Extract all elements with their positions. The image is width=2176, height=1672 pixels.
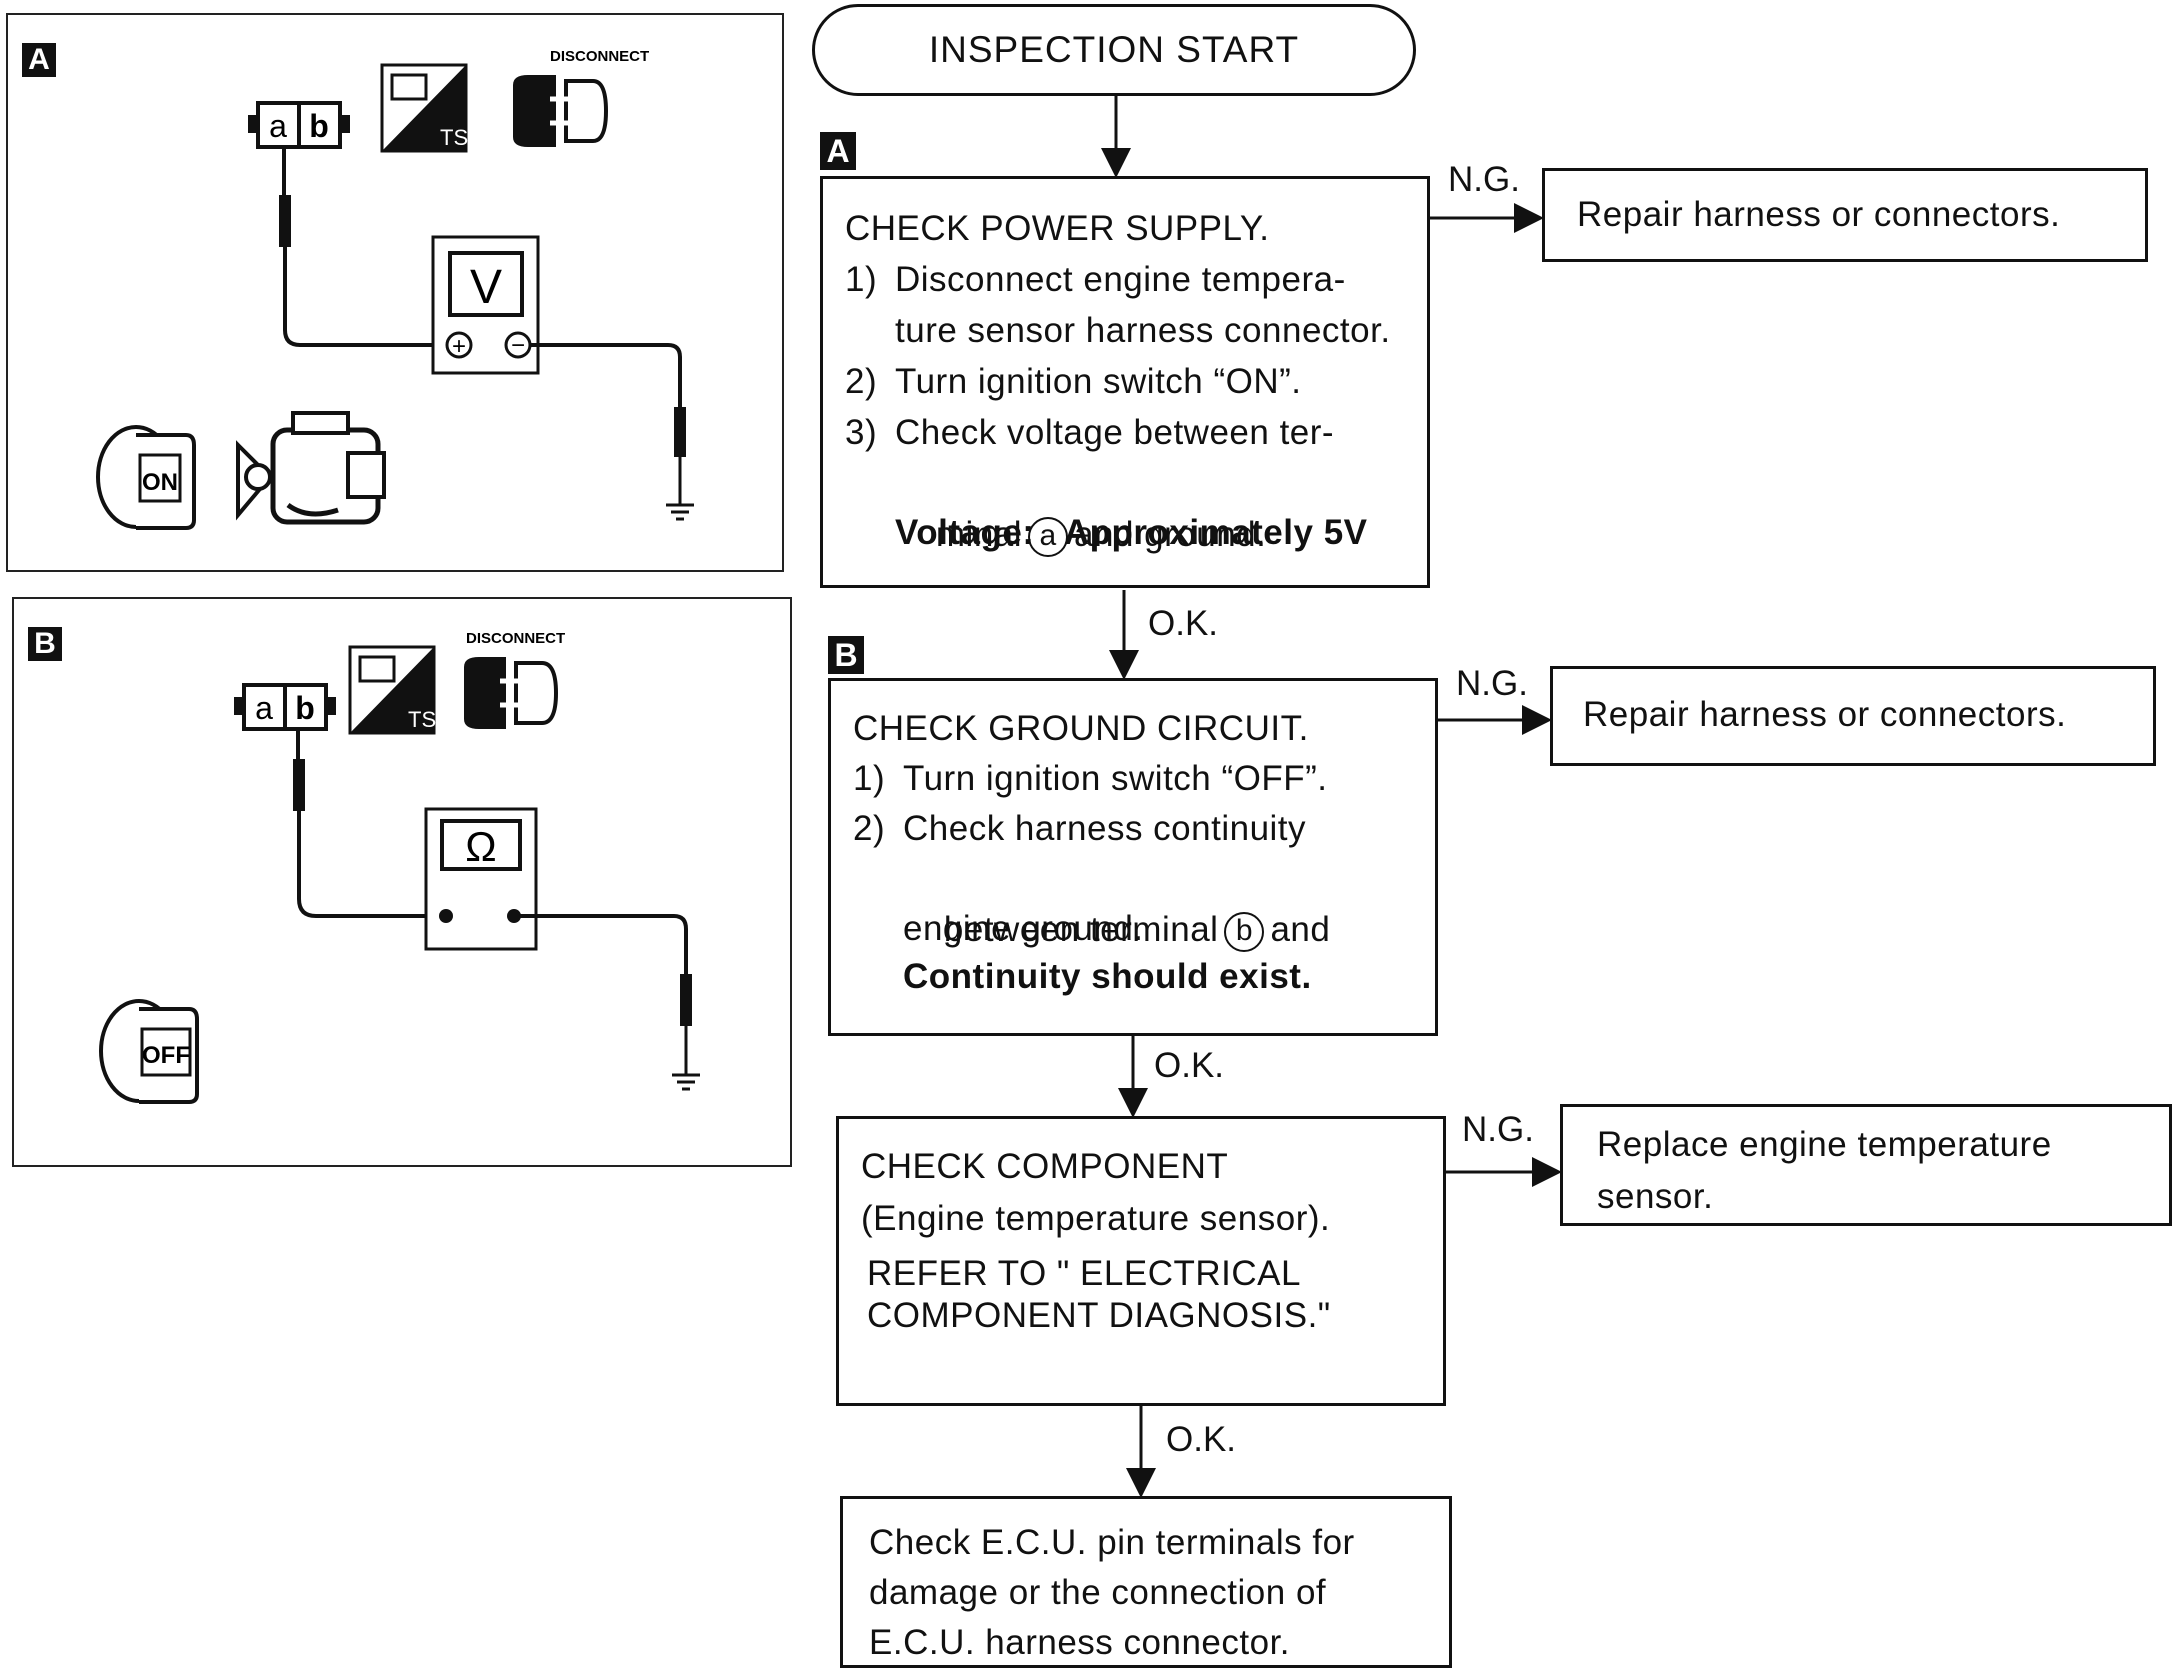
terminal-a-marker: a xyxy=(1028,516,1069,557)
disconnect-icon: DISCONNECT xyxy=(513,48,649,147)
ignition-key-on-icon: ON xyxy=(96,425,196,530)
final-box: Check E.C.U. pin terminals for damage or… xyxy=(840,1496,1452,1668)
step-c-sub: (Engine temperature sensor). xyxy=(861,1199,1331,1238)
probe-icon xyxy=(680,974,692,1026)
probe-icon xyxy=(279,195,291,247)
final-line-3: E.C.U. harness connector. xyxy=(869,1623,1291,1662)
disconnect-icon: DISCONNECT xyxy=(464,630,565,729)
panel-a-tag: A xyxy=(22,43,56,77)
key-on-label: ON xyxy=(142,469,178,496)
step-b-spec: Continuity should exist. xyxy=(903,957,1312,996)
step-b-line-2b-pre: between terminal xyxy=(943,910,1219,949)
step-a-box: CHECK POWER SUPPLY. 1) Disconnect engine… xyxy=(820,176,1430,588)
probe-icon xyxy=(293,759,305,811)
step-a-line-2: Turn ignition switch “ON”. xyxy=(895,362,1302,401)
ohmmeter-icon: Ω xyxy=(424,807,538,951)
ng-label-b: N.G. xyxy=(1456,664,1528,703)
step-c-ref-2: COMPONENT DIAGNOSIS." xyxy=(867,1296,1331,1335)
result-c-text-2: sensor. xyxy=(1597,1177,1714,1216)
step-c-title: CHECK COMPONENT xyxy=(861,1147,1229,1186)
step-a-num-2: 2) xyxy=(845,362,878,401)
ts-label: TS xyxy=(440,125,468,150)
ground-icon xyxy=(666,503,694,521)
probe-icon xyxy=(674,407,686,457)
step-a-num-1: 1) xyxy=(845,260,878,299)
step-a-line-3b-post: and ground. xyxy=(1074,515,1267,554)
step-b-line-2b-post: and xyxy=(1270,910,1331,949)
panel-b-wiring-diagram: a b Ω TS DISCONNECT xyxy=(99,630,700,1104)
result-c-box: Replace engine temperature sensor. xyxy=(1560,1104,2172,1226)
step-b-line-2c: engine ground. xyxy=(903,909,1144,948)
result-c-text-1: Replace engine temperature xyxy=(1597,1125,2052,1164)
engine-icon xyxy=(236,411,386,525)
ok-label-c: O.K. xyxy=(1166,1420,1237,1459)
step-b-line-2a: Check harness continuity xyxy=(903,809,1307,848)
disconnect-label: DISCONNECT xyxy=(550,48,649,65)
step-a-line-3b-pre: minal xyxy=(935,515,1023,554)
ng-label-a: N.G. xyxy=(1448,160,1520,199)
start-label: INSPECTION START xyxy=(928,29,1300,70)
connector-icon: a b xyxy=(248,101,350,149)
ignition-key-off-icon: OFF xyxy=(99,999,199,1104)
ts-icon: TS xyxy=(348,645,436,735)
terminal-b-label: b xyxy=(309,108,329,144)
step-b-title: CHECK GROUND CIRCUIT. xyxy=(853,709,1309,748)
panel-b-tag: B xyxy=(28,627,62,661)
ok-label-a: O.K. xyxy=(1148,604,1219,643)
plus-label: + xyxy=(452,333,466,360)
final-line-1: Check E.C.U. pin terminals for xyxy=(869,1523,1355,1562)
step-a-line-1b: ture sensor harness connector. xyxy=(895,311,1391,350)
ground-icon xyxy=(672,1073,700,1091)
result-b-box: Repair harness or connectors. xyxy=(1550,666,2156,766)
panel-a: A a b V + − xyxy=(6,13,784,572)
result-a-text: Repair harness or connectors. xyxy=(1577,195,2061,234)
step-a-tag: A xyxy=(820,132,856,170)
connector-icon: a b xyxy=(234,683,336,731)
ok-label-b: O.K. xyxy=(1154,1046,1225,1085)
key-off-label: OFF xyxy=(142,1042,190,1069)
step-a-title: CHECK POWER SUPPLY. xyxy=(845,209,1270,248)
result-a-box: Repair harness or connectors. xyxy=(1542,168,2148,262)
final-line-2: damage or the connection of xyxy=(869,1573,1327,1612)
result-b-text: Repair harness or connectors. xyxy=(1583,695,2067,734)
voltmeter-icon: V + − xyxy=(431,235,540,375)
step-b-num-2: 2) xyxy=(853,809,886,848)
step-a-spec: Voltage: Approximately 5V xyxy=(895,513,1368,552)
step-a-num-3: 3) xyxy=(845,413,878,452)
meter-label: V xyxy=(470,261,502,314)
step-b-box: CHECK GROUND CIRCUIT. 1) Turn ignition s… xyxy=(828,678,1438,1036)
step-c-ref-1: REFER TO " ELECTRICAL xyxy=(867,1254,1301,1293)
ts-label: TS xyxy=(408,707,436,732)
disconnect-label: DISCONNECT xyxy=(466,630,565,647)
step-b-num-1: 1) xyxy=(853,759,886,798)
ts-icon: TS xyxy=(380,63,468,153)
terminal-a-label: a xyxy=(269,108,287,144)
step-a-line-3a: Check voltage between ter- xyxy=(895,413,1335,452)
minus-label: − xyxy=(511,332,525,359)
panel-a-wiring-diagram: a b V + − TS xyxy=(96,48,694,530)
terminal-b-marker: b xyxy=(1224,911,1265,952)
terminal-a-label: a xyxy=(255,690,273,726)
panel-b: B a b Ω TS xyxy=(12,597,792,1167)
meter-label: Ω xyxy=(465,823,496,870)
step-a-line-1a: Disconnect engine tempera- xyxy=(895,260,1346,299)
terminal-b-label: b xyxy=(295,690,315,726)
step-b-line-1: Turn ignition switch “OFF”. xyxy=(903,759,1328,798)
inspection-start-node: INSPECTION START xyxy=(812,4,1416,96)
step-c-box: CHECK COMPONENT (Engine temperature sens… xyxy=(836,1116,1446,1406)
ng-label-c: N.G. xyxy=(1462,1110,1534,1149)
step-b-tag: B xyxy=(828,636,864,674)
